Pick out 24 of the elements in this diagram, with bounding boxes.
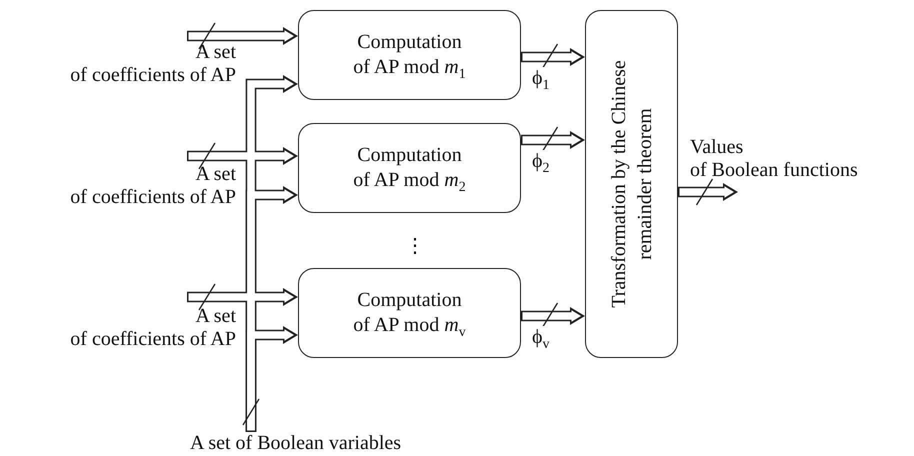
double-arrow [521,307,585,325]
input-label: A set of Boolean variables [190,432,402,455]
process-box [298,268,521,358]
input-label: A set of coefficients of AP [69,41,236,87]
process-box [298,123,521,213]
double-arrow [678,183,738,201]
input-label: A set of coefficients of AP [69,163,236,209]
double-arrow [187,147,298,165]
box-text: Computation of AP mod m$_{2}$ [353,143,466,193]
process-box [585,10,678,358]
edge-label: ϕ$_{1}$ [531,67,551,89]
ellipsis-mark: ⋮ [405,236,425,256]
output-label: Values of Boolean functions [690,136,859,182]
edge-label: ϕ$_{v}$ [531,326,551,348]
double-arrow [521,48,585,66]
double-arrow [187,288,298,306]
double-arrow [246,326,298,432]
input-label: A set of coefficients of AP [69,305,236,351]
box-text: Computation of AP mod m$_{v}$ [353,288,466,338]
double-arrow [187,27,298,45]
edge-label: ϕ$_{2}$ [531,150,551,172]
process-box [298,10,521,100]
box-text: Computation of AP mod m$_{1}$ [353,30,466,80]
double-arrow [521,131,585,149]
